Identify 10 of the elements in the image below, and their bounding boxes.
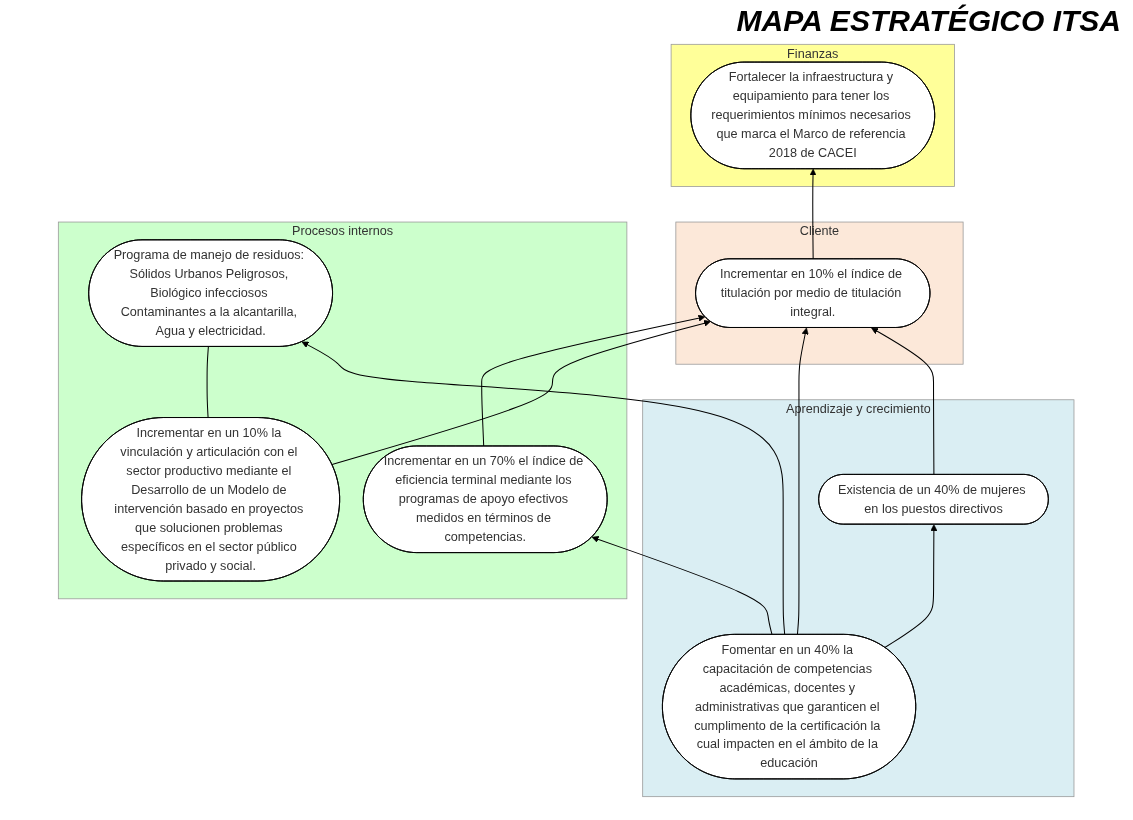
arrow [481,314,706,447]
arrow [871,327,935,476]
arrow [331,319,712,465]
arrow [884,524,938,649]
arrow [592,536,773,636]
connector [206,346,210,419]
arrow [797,327,809,636]
arrow [302,341,786,636]
diagram-title: MAPA ESTRATÉGICO ITSA [735,4,1121,38]
arrow [809,168,817,260]
